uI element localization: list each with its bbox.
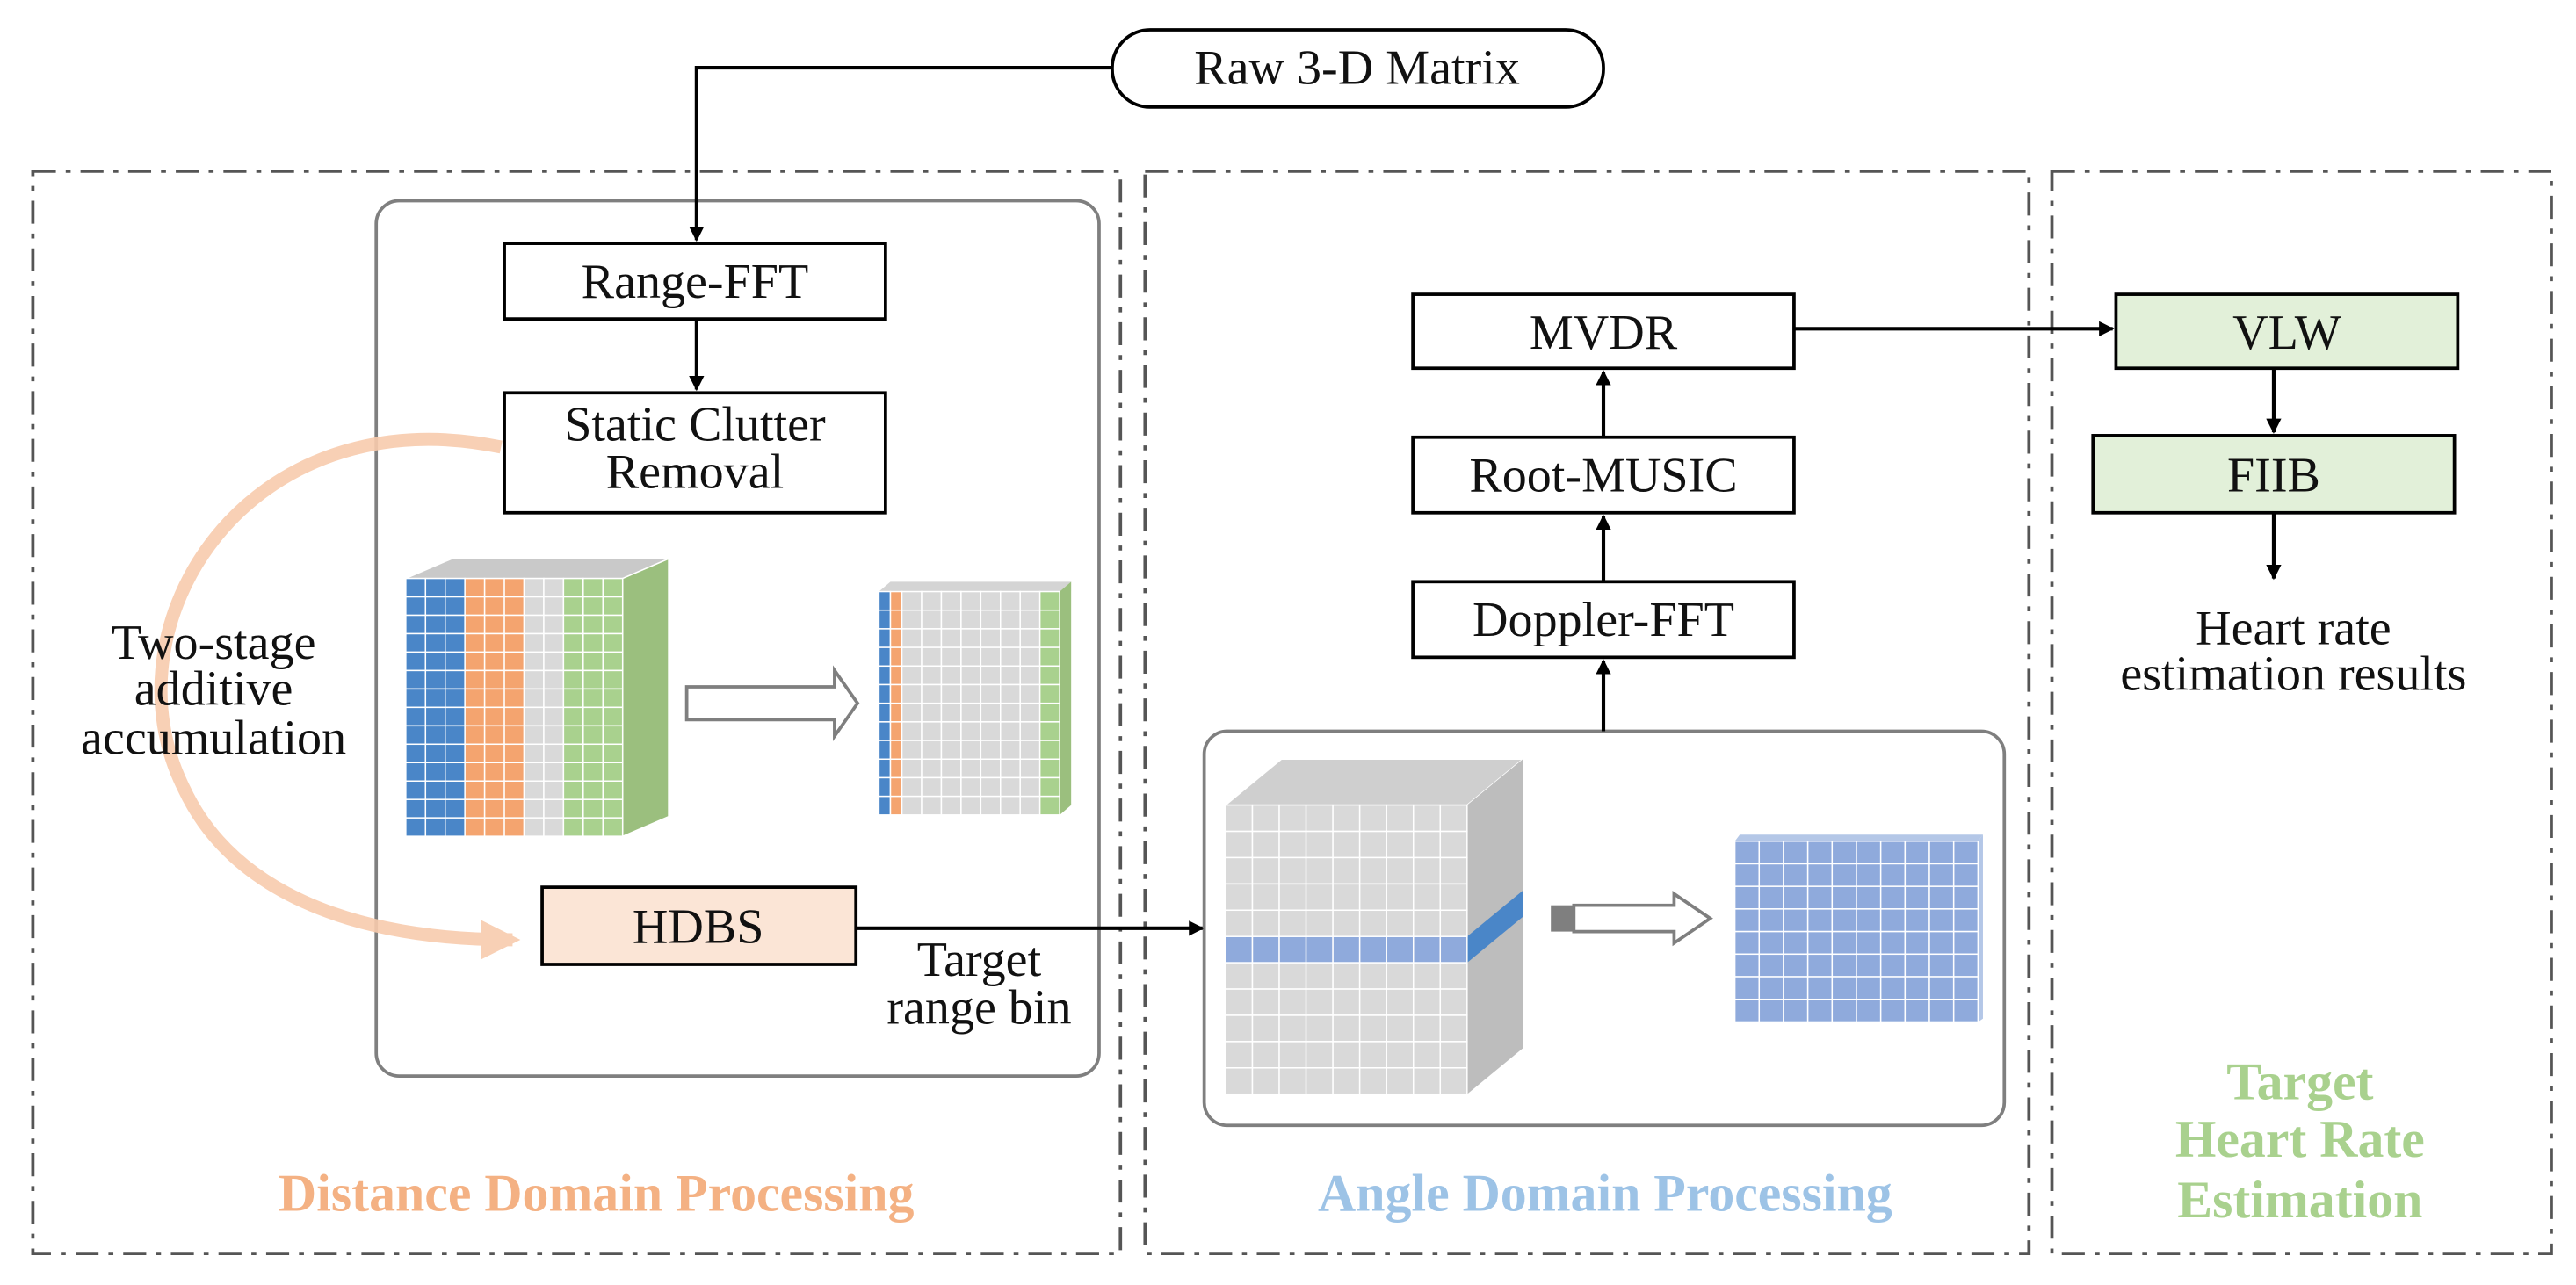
compression-arrow-distance: [684, 665, 860, 742]
vlw-label: VLW: [2232, 306, 2341, 360]
root-music-label: Root-MUSIC: [1469, 448, 1737, 502]
target-bin-label-line2: range bin: [886, 980, 1071, 1035]
hdbs-node: [540, 885, 858, 966]
distance-section-title: Distance Domain Processing: [279, 1164, 915, 1222]
accumulation-label-line2: additive: [134, 662, 293, 717]
angle-data-cube: [1223, 758, 1525, 1095]
range-fft-label: Range-FFT: [582, 255, 809, 309]
range-data-cube: [405, 558, 669, 838]
heart-section-title-line2: Heart Rate: [2175, 1110, 2425, 1168]
static-clutter-label-line2: Removal: [606, 445, 784, 500]
static-clutter-node: [503, 391, 887, 515]
fiib-node: [2091, 434, 2457, 515]
heart-section-title-line3: Estimation: [2177, 1171, 2422, 1229]
distance-section-frame: [31, 169, 1123, 1255]
target-bin-label-line1: Target: [917, 933, 1042, 987]
static-clutter-label-line1: Static Clutter: [564, 398, 826, 452]
edge-raw-to-range-fft: [689, 65, 1112, 242]
distance-inner-panel: [374, 199, 1101, 1079]
heart-section-frame: [2050, 169, 2553, 1255]
compressed-range-cube: [878, 581, 1072, 816]
accumulation-arc: [154, 432, 521, 960]
results-label-line2: estimation results: [2120, 647, 2466, 702]
heart-section-title-line1: Target: [2226, 1052, 2373, 1110]
mvdr-label: MVDR: [1530, 306, 1678, 360]
raw-matrix-label: Raw 3-D Matrix: [1194, 41, 1520, 96]
angle-section-frame: [1143, 169, 2031, 1255]
accumulation-label-line3: accumulation: [81, 711, 346, 766]
angle-slice: [1733, 834, 1983, 1023]
hdbs-label: HDBS: [633, 900, 764, 955]
angle-section-title: Angle Domain Processing: [1318, 1164, 1892, 1222]
vlw-node: [2114, 292, 2460, 371]
compression-arrow-angle: [1551, 891, 1713, 947]
root-music-node: [1411, 435, 1796, 515]
mvdr-node: [1411, 292, 1796, 371]
fiib-label: FIIB: [2227, 448, 2320, 502]
results-label-line1: Heart rate: [2196, 601, 2391, 655]
accumulation-label-line1: Two-stage: [112, 616, 316, 670]
doppler-fft-label: Doppler-FFT: [1473, 593, 1734, 647]
